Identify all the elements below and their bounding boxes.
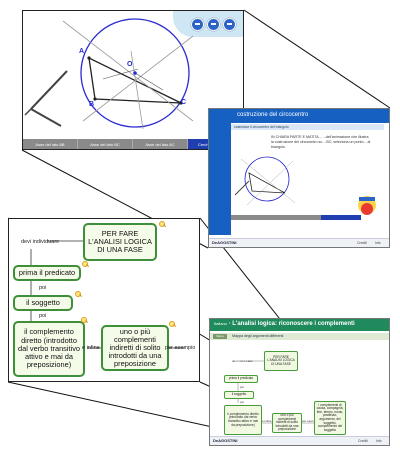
zoom-out-button[interactable] xyxy=(191,18,204,31)
label-poi: poi xyxy=(39,285,47,291)
info-link[interactable]: Info xyxy=(376,439,382,443)
instruction-text: IN CHIARA PARTE E MATITA... ...dell'anim… xyxy=(271,135,371,149)
zoom-in-button[interactable] xyxy=(207,18,220,31)
node-complemento-diretto[interactable]: il complemento diretto (introdotto dal v… xyxy=(13,321,85,377)
node-complementi-indiretti[interactable]: uno o più complementi indiretti di solit… xyxy=(101,325,169,371)
info-link[interactable]: Info xyxy=(375,241,381,245)
key-icon[interactable] xyxy=(169,321,176,328)
tab-asse-ac[interactable]: Asse del lato AC xyxy=(133,139,188,149)
mini-construction-figure xyxy=(209,123,376,235)
mini-node-soggetto[interactable]: il soggetto xyxy=(224,391,254,399)
key-icon[interactable] xyxy=(81,317,88,324)
point-b-label: B xyxy=(89,101,95,108)
label-e-infine: e infine xyxy=(82,345,100,351)
app-footer: DeAGOSTINI Crediti Info xyxy=(209,238,389,247)
brand-logo: DeAGOSTINI xyxy=(213,438,238,443)
credits-link[interactable]: Crediti xyxy=(358,439,368,443)
app-title: costruzione del circocentro xyxy=(237,112,309,118)
key-icon[interactable] xyxy=(82,261,89,268)
point-o-label: O xyxy=(127,61,133,68)
menu-button[interactable]: Menu xyxy=(213,334,227,339)
mini-label-e-infine: e infine xyxy=(262,419,272,423)
mini-node-complemento-diretto[interactable]: il complemento diretto (introdotto dal v… xyxy=(224,405,262,435)
geometry-app-screenshot: costruzione del circocentro costruisce i… xyxy=(208,108,390,248)
mini-label-per-esempio: per esempio xyxy=(302,419,319,423)
mindmap-app-screenshot: Italiano · L'analisi logica: riconoscere… xyxy=(209,318,390,446)
tab-asse-bc[interactable]: Asse del lato BC xyxy=(78,139,133,149)
app-subtitle: costruisce il circocentro del triangolo xyxy=(231,124,384,130)
app-header: Italiano · L'analisi logica: riconoscere… xyxy=(210,319,389,331)
circumcenter-construction-figure xyxy=(24,18,194,130)
app-header: costruzione del circocentro xyxy=(209,109,389,123)
header-cloud-decoration xyxy=(173,11,243,37)
credits-link[interactable]: Crediti xyxy=(357,241,367,245)
brand-logo: DeAGOSTINI xyxy=(212,240,237,245)
label-devi-individuare: devi individuare xyxy=(21,239,60,245)
key-icon[interactable] xyxy=(159,221,166,228)
tab-asse-ab[interactable]: Asse del lato AB xyxy=(23,139,78,149)
geometry-zoom-panel: A B C O Asse del lato AB Asse del lato B… xyxy=(22,10,244,150)
mini-label-poi: poi xyxy=(240,400,245,404)
node-soggetto[interactable]: il soggetto xyxy=(13,295,73,311)
mindmap-zoom-panel: PER FARE L'ANALISI LOGICA DI UNA FASE de… xyxy=(8,218,200,382)
mini-label-devi-individuare: devi individuare xyxy=(232,359,253,363)
bar-title: Mappa degli argomenti differenti xyxy=(232,334,284,338)
root-node[interactable]: PER FARE L'ANALISI LOGICA DI UNA FASE xyxy=(83,223,157,261)
label-per-esempio: per esempio xyxy=(165,345,196,351)
mini-node-complementi-indiretti[interactable]: uno o più complementi indiretti di solit… xyxy=(272,413,302,433)
mini-node-predicato[interactable]: prima il predicato xyxy=(224,375,258,383)
key-icon[interactable] xyxy=(75,291,82,298)
node-predicato[interactable]: prima il predicato xyxy=(13,265,81,281)
point-a-label: A xyxy=(79,48,85,55)
app-footer: DeAGOSTINI Crediti Info xyxy=(210,436,389,445)
mini-label-poi: poi xyxy=(240,385,245,389)
point-c-label: C xyxy=(181,99,187,106)
label-poi: poi xyxy=(39,313,47,319)
mindmap-connectors xyxy=(30,240,185,349)
app-title: Italiano · L'analisi logica: riconoscere… xyxy=(214,321,355,327)
mini-root-node[interactable]: PER FARE L'ANALISI LOGICA DI UNA FASE xyxy=(264,351,298,371)
mini-node-esempio[interactable]: i complementi di causa, compagnia, fine,… xyxy=(314,401,346,435)
close-button[interactable] xyxy=(223,18,236,31)
menu-bar: Menu Mappa degli argomenti differenti xyxy=(210,333,389,340)
